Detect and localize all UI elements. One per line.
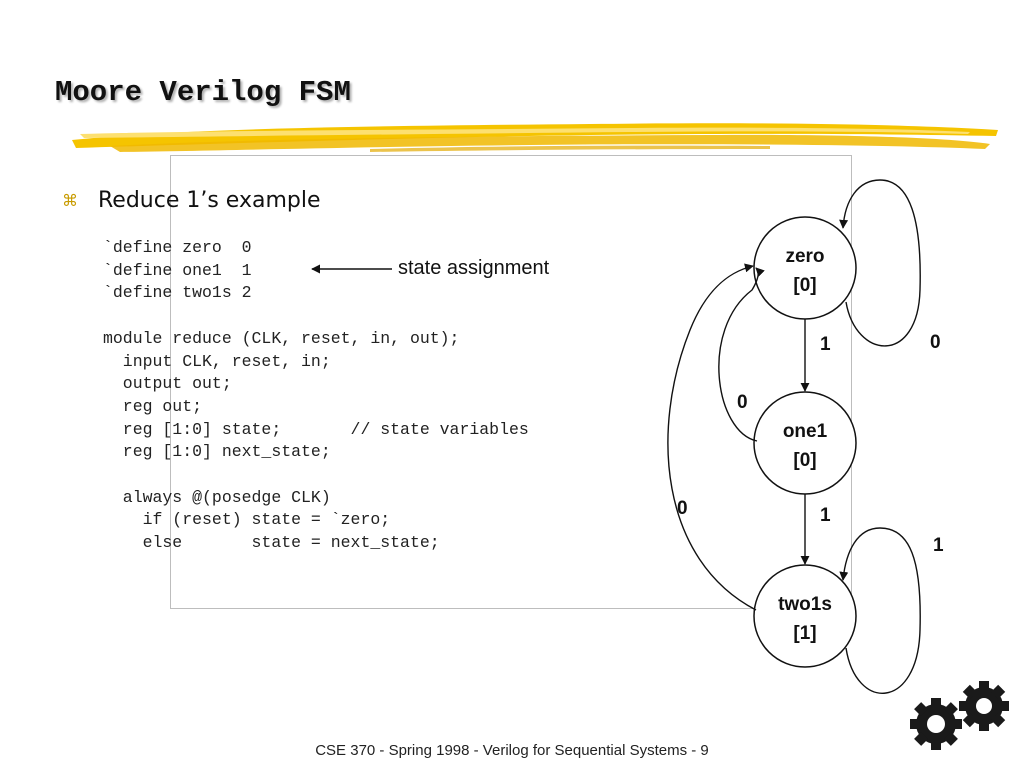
transition-zero-self-label: 0 [930,332,941,353]
transition-one1-to-zero [718,267,765,442]
code-line: output out; [103,374,232,394]
verilog-code: `define zero 0 `define one1 1 `define tw… [103,237,529,555]
state-zero-name: zero [785,246,824,267]
code-line: `define one1 1 [103,260,252,280]
state-two1s-circle [753,564,857,668]
command-key-icon: ⌘ [62,190,78,210]
transition-two1s-self-label: 1 [933,535,944,556]
yellow-brush-underline [72,123,998,152]
transition-zero-self [839,179,921,347]
code-line: module reduce (CLK, reset, in, out); [103,328,460,348]
state-one1-output: [0] [793,450,816,471]
slide-title: Moore Verilog FSM [55,76,351,109]
code-line: `define zero 0 [103,238,252,257]
transition-one1-to-zero-label: 0 [737,392,748,413]
state-zero-output: [0] [793,275,816,296]
bullet-item: ⌘ Reduce 1’s example [62,184,321,216]
transition-two1s-to-zero [667,263,757,611]
transition-zero-to-one1-label: 1 [820,334,831,355]
bullet-text: Reduce 1’s example [98,187,321,213]
code-line: input CLK, reset, in; [103,351,331,371]
code-line: reg [1:0] next_state; [103,442,331,462]
state-assignment-annotation: state assignment [398,257,550,279]
state-one1-circle [753,391,857,495]
state-two1s-name: two1s [778,594,832,615]
state-two1s-output: [1] [793,623,816,644]
transition-one1-to-two1s-label: 1 [820,505,831,526]
state-one1-name: one1 [783,421,828,442]
transition-two1s-to-zero-label: 0 [677,498,688,519]
state-zero-circle [753,216,857,320]
code-line: reg out; [103,396,203,416]
code-line: always @(posedge CLK) [103,487,331,507]
code-line: reg [1:0] state; // state variables [103,419,529,439]
code-listing-box [170,155,852,609]
code-line: else state = next_state; [103,533,440,553]
code-line: `define two1s 2 [103,283,252,303]
code-line: if (reset) state = `zero; [103,510,391,530]
slide-footer: CSE 370 - Spring 1998 - Verilog for Sequ… [315,742,709,759]
transition-two1s-self [839,527,921,694]
gears-icon [910,681,1009,750]
